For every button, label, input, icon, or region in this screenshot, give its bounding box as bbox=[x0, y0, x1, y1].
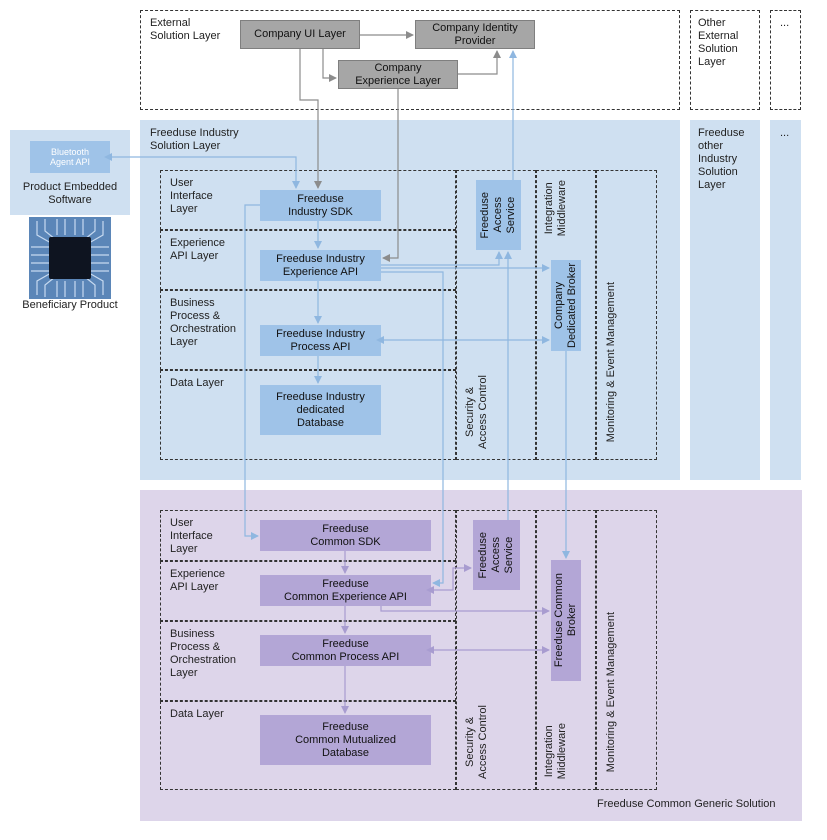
industry-database: Freeduse Industry dedicated Database bbox=[260, 385, 381, 435]
common-broker: Freeduse Common Broker bbox=[551, 560, 581, 681]
industry-layer-label: Freeduse Industry Solution Layer bbox=[150, 127, 239, 152]
common-integration-label: Integration Middleware bbox=[543, 722, 568, 780]
common-database: Freeduse Common Mutualized Database bbox=[260, 715, 431, 765]
industry-ellipsis: ... bbox=[780, 127, 790, 139]
industry-other-label: Freeduse other Industry Solution Layer bbox=[698, 127, 745, 191]
industry-monitoring-column bbox=[596, 170, 657, 460]
common-sdk: Freeduse Common SDK bbox=[260, 520, 431, 551]
company-identity-provider: Company Identity Provider bbox=[415, 20, 535, 49]
common-generic-solution bbox=[140, 490, 802, 821]
industry-more-layer bbox=[770, 120, 801, 480]
common-bpo-row bbox=[160, 621, 456, 701]
external-more-layer bbox=[770, 10, 801, 110]
industry-data-row bbox=[160, 370, 456, 460]
industry-security-column bbox=[456, 170, 536, 460]
common-monitoring-label: Monitoring & Event Management bbox=[604, 611, 617, 773]
common-ui-label: User Interface Layer bbox=[170, 517, 213, 555]
industry-company-broker: Company Dedicated Broker bbox=[551, 260, 581, 351]
industry-security-label: Security & Access Control bbox=[464, 375, 489, 449]
other-external-solution-layer bbox=[690, 10, 760, 110]
common-monitoring-column bbox=[596, 510, 657, 790]
bluetooth-agent-api: Bluetooth Agent API bbox=[30, 141, 110, 173]
product-embedded-software: Product Embedded Software bbox=[22, 181, 118, 206]
external-ellipsis: ... bbox=[780, 17, 790, 29]
beneficiary-product-label: Beneficiary Product bbox=[22, 299, 118, 311]
common-data-row bbox=[160, 701, 456, 790]
external-layer-label: External Solution Layer bbox=[150, 17, 221, 42]
common-data-label: Data Layer bbox=[170, 708, 224, 720]
common-access-service: Freeduse Access Service bbox=[473, 520, 520, 590]
common-experience-api: Freeduse Common Experience API bbox=[260, 575, 431, 606]
common-exp-label: Experience API Layer bbox=[170, 568, 226, 593]
chip-icon bbox=[29, 217, 111, 299]
industry-bpo-label: Business Process & Orchestration Layer bbox=[170, 297, 237, 348]
common-process-api: Freeduse Common Process API bbox=[260, 635, 431, 666]
common-security-label: Security & Access Control bbox=[464, 705, 489, 779]
industry-monitoring-label: Monitoring & Event Management bbox=[604, 281, 617, 443]
company-ui-layer: Company UI Layer bbox=[240, 20, 360, 49]
common-layer-label: Freeduse Common Generic Solution bbox=[597, 798, 776, 810]
industry-bpo-row bbox=[160, 290, 456, 370]
industry-access-service: Freeduse Access Service bbox=[476, 180, 521, 250]
industry-integration-label: Integration Middleware bbox=[543, 179, 568, 237]
industry-other-layer bbox=[690, 120, 760, 480]
external-solution-layer bbox=[140, 10, 680, 110]
industry-sdk: Freeduse Industry SDK bbox=[260, 190, 381, 221]
company-experience-layer: Company Experience Layer bbox=[338, 60, 458, 89]
common-bpo-label: Business Process & Orchestration Layer bbox=[170, 628, 237, 679]
other-external-label: Other External Solution Layer bbox=[698, 17, 739, 68]
industry-data-label: Data Layer bbox=[170, 377, 224, 389]
industry-experience-api: Freeduse Industry Experience API bbox=[260, 250, 381, 281]
industry-exp-label: Experience API Layer bbox=[170, 237, 226, 262]
industry-process-api: Freeduse Industry Process API bbox=[260, 325, 381, 356]
common-ui-row bbox=[160, 510, 456, 561]
industry-ui-label: User Interface Layer bbox=[170, 177, 213, 215]
